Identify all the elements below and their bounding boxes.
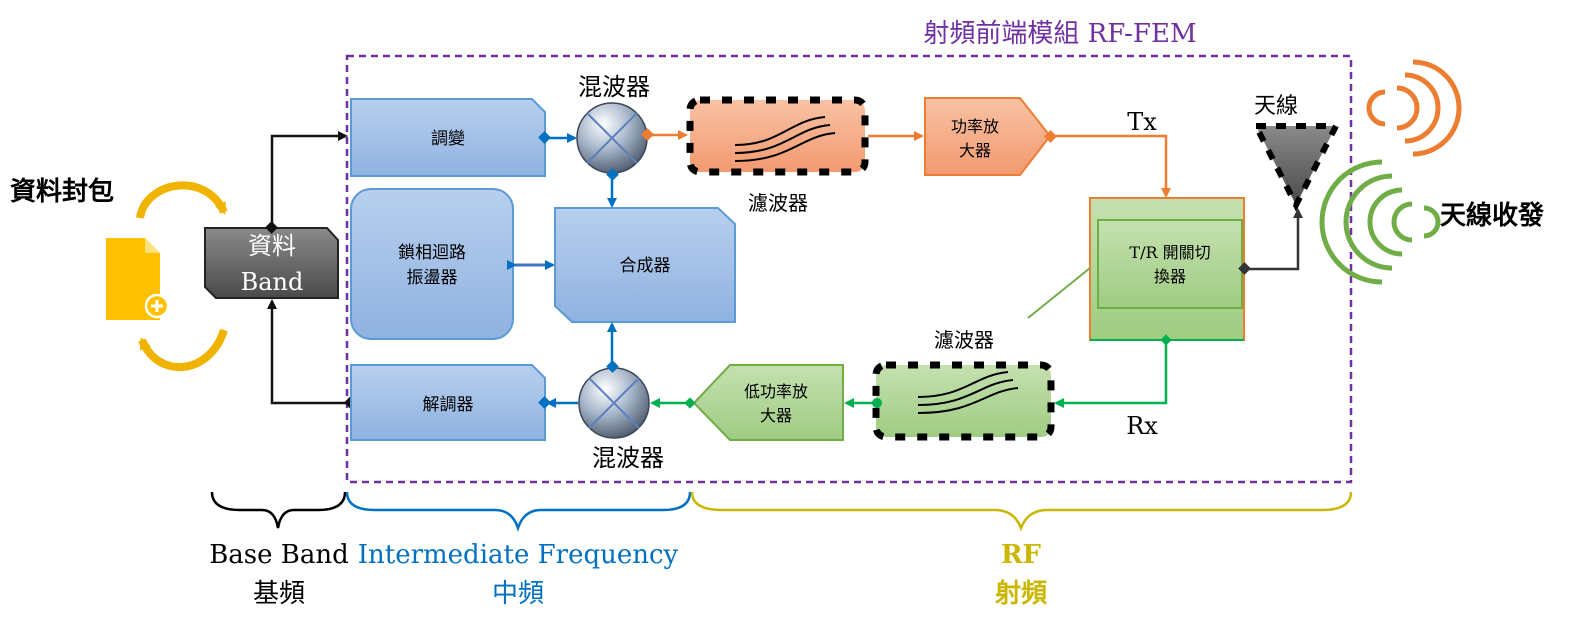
baseband-block-line1: 資料 (248, 232, 296, 260)
band-if-zh: 中頻 (492, 579, 544, 609)
lna-label-2: 大器 (760, 406, 792, 425)
mixer-bottom-label: 混波器 (592, 444, 664, 472)
tr-switch-inner (1097, 219, 1243, 309)
tr-switch-label-1: T/R 開關切 (1129, 243, 1210, 262)
antenna-triangle (1251, 123, 1341, 212)
pll-block (350, 188, 514, 340)
pll-label-1: 鎖相迴路 (398, 243, 466, 263)
band-baseband-en: Base Band (209, 540, 349, 570)
antenna-txrx-label: 天線收發 (1440, 200, 1545, 231)
packet-label: 資料封包 (10, 176, 114, 207)
filter-top-label: 濾波器 (748, 191, 808, 215)
link-demodulator-to-bb (267, 299, 346, 405)
filter-bottom-icon (917, 371, 1019, 414)
band-rf-zh: 射頻 (994, 579, 1047, 609)
rx-wave-icon (1319, 159, 1441, 285)
mixer-top (576, 102, 648, 174)
baseband-block (204, 227, 339, 299)
modulator-block (350, 98, 546, 177)
modulator-label: 調變 (431, 129, 465, 149)
pa-block (924, 97, 1052, 176)
rf-fem-frame (345, 54, 1353, 484)
band-if-en: Intermediate Frequency (358, 540, 679, 570)
synthesizer-label: 合成器 (620, 256, 671, 276)
tr-switch-label-2: 換器 (1154, 267, 1186, 286)
demodulator-block (350, 364, 546, 441)
lna-block (692, 364, 844, 441)
pll-label-2: 振盪器 (407, 268, 458, 288)
filter-top-icon (734, 116, 836, 162)
brace-if (345, 491, 692, 532)
mixer-bottom (578, 367, 650, 439)
filter-bottom-block (872, 361, 1055, 441)
band-rf-en: RF (1001, 540, 1042, 570)
band-baseband-zh: 基頻 (253, 579, 305, 609)
antenna-label: 天線 (1254, 94, 1298, 119)
lna-label-1: 低功率放 (744, 382, 808, 401)
pa-label-1: 功率放 (951, 117, 999, 136)
cycle-arrow-bottom (138, 328, 228, 371)
baseband-block-line2: Band (241, 268, 304, 296)
rx-label: Rx (1126, 412, 1158, 440)
document-add-icon (106, 238, 170, 320)
brace-rf (690, 491, 1353, 532)
brace-baseband (210, 491, 347, 529)
link-switch-filter-bottom (1054, 340, 1168, 408)
switch-pointer-line (1027, 267, 1091, 319)
synthesizer-block (554, 207, 736, 323)
module-title: 射頻前端模組 RF-FEM (923, 19, 1196, 49)
filter-bottom-label: 濾波器 (934, 328, 994, 352)
mixer-top-label: 混波器 (578, 73, 650, 101)
pa-label-2: 大器 (959, 141, 991, 160)
link-pa-switch (1050, 134, 1171, 198)
link-bb-to-modulator (270, 131, 348, 228)
demodulator-label: 解調器 (423, 395, 474, 415)
node-switch-bottom (1160, 334, 1172, 346)
node-lna-left (684, 397, 696, 409)
node-filter-bottom-left (872, 398, 882, 408)
link-switch-antenna (1244, 208, 1303, 271)
node-bb-top (265, 221, 278, 234)
tx-label: Tx (1127, 108, 1157, 136)
tx-wave-icon (1366, 59, 1462, 157)
cycle-arrow-top (136, 181, 228, 219)
